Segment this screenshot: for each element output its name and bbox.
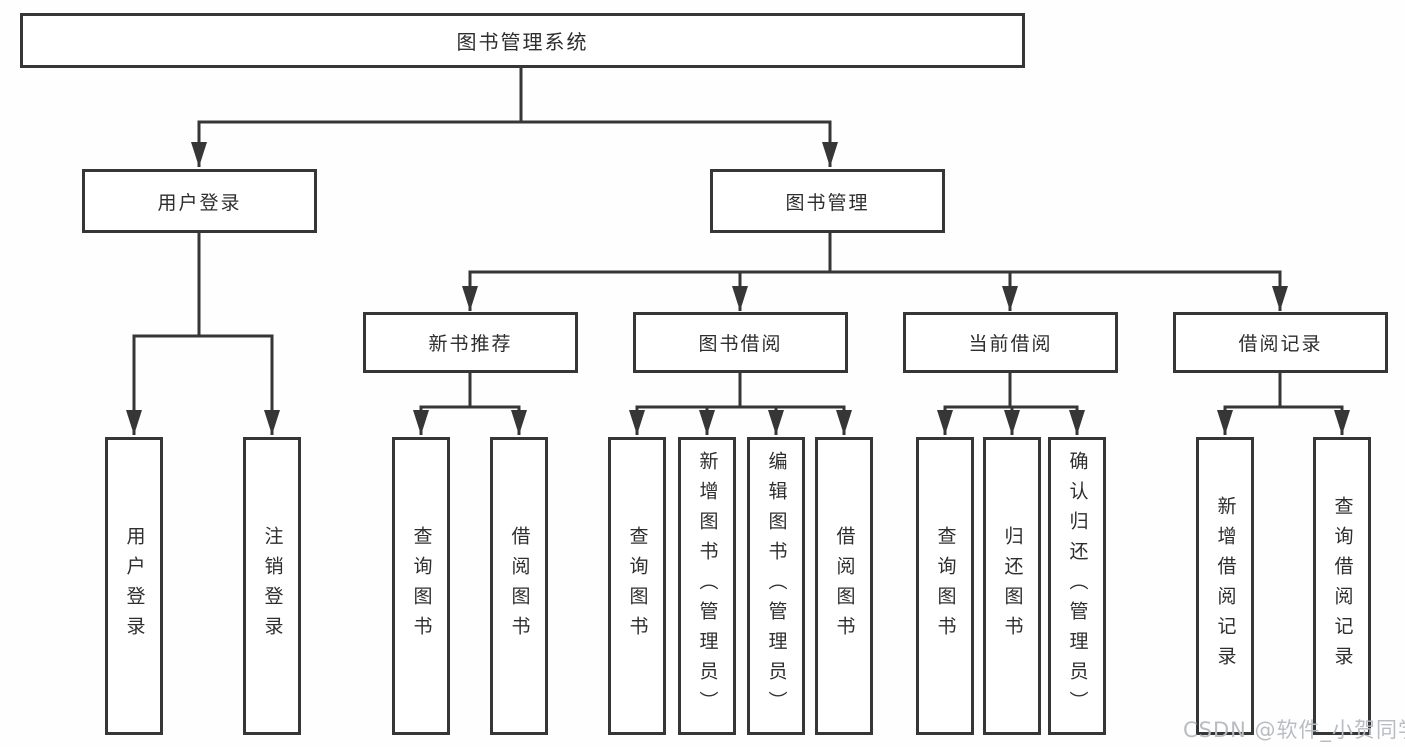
leaf-query-borrow-record: 查询借阅记录: [1313, 437, 1371, 735]
leaf-edit-books-admin: 编辑图书（管理员）: [747, 437, 805, 735]
csdn-watermark: CSDN @软件_小贺同学: [1183, 718, 1405, 742]
leaf-label: 新增借阅记录: [1214, 496, 1237, 676]
leaf-query-books-current: 查询图书: [916, 437, 974, 735]
leaf-label: 借阅图书: [508, 526, 531, 646]
leaf-label: 查询图书: [934, 526, 957, 646]
leaf-label: 确认归还（管理员）: [1066, 451, 1089, 721]
node-user-login: 用户登录: [82, 169, 317, 233]
leaf-query-books-recommend: 查询图书: [392, 437, 450, 735]
node-borrow-records: 借阅记录: [1173, 312, 1388, 373]
leaf-borrow-books: 借阅图书: [815, 437, 873, 735]
leaf-label: 借阅图书: [833, 526, 856, 646]
leaf-label: 编辑图书（管理员）: [765, 451, 788, 721]
node-book-borrow: 图书借阅: [633, 312, 848, 373]
leaf-confirm-return-admin: 确认归还（管理员）: [1048, 437, 1106, 735]
node-current-borrow: 当前借阅: [903, 312, 1118, 373]
leaf-query-books: 查询图书: [608, 437, 666, 735]
node-book-management: 图书管理: [710, 169, 945, 233]
leaf-add-borrow-record: 新增借阅记录: [1196, 437, 1254, 735]
leaf-label: 查询图书: [410, 526, 433, 646]
leaf-label: 查询图书: [626, 526, 649, 646]
leaf-user-login: 用户登录: [105, 437, 163, 735]
leaf-logout: 注销登录: [243, 437, 301, 735]
leaf-label: 查询借阅记录: [1331, 496, 1354, 676]
leaf-label: 归还图书: [1001, 526, 1024, 646]
leaf-add-books-admin: 新增图书（管理员）: [678, 437, 736, 735]
leaf-label: 用户登录: [123, 526, 146, 646]
leaf-label: 注销登录: [261, 526, 284, 646]
leaf-return-books: 归还图书: [983, 437, 1041, 735]
node-new-book-recommend: 新书推荐: [363, 312, 578, 373]
leaf-label: 新增图书（管理员）: [696, 451, 719, 721]
leaf-borrow-books-recommend: 借阅图书: [490, 437, 548, 735]
node-system-root: 图书管理系统: [20, 13, 1025, 68]
